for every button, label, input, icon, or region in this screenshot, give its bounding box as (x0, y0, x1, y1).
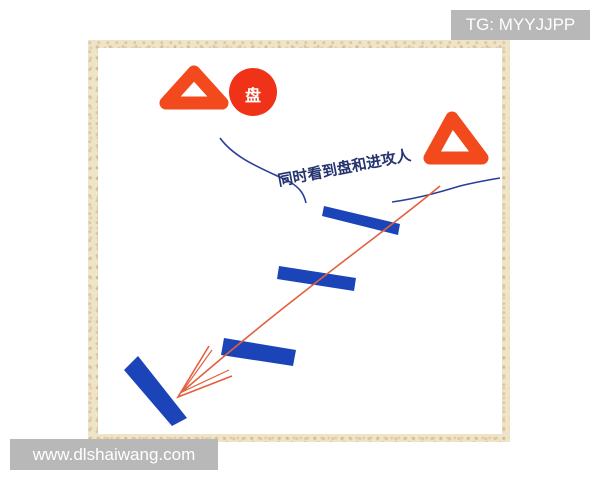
drawing-canvas (98, 48, 502, 434)
defender-bar-4 (124, 356, 187, 426)
sightline-right (391, 177, 501, 203)
defender-bar-2 (277, 266, 356, 291)
sightline-left (219, 137, 307, 204)
defender-bar-1 (322, 206, 400, 235)
disk-label: 盘 (244, 86, 261, 105)
defender-bar-3 (221, 338, 296, 366)
disk-circle (229, 68, 277, 116)
triangle-top-left (159, 65, 229, 110)
tg-watermark: TG: MYYJJPP (451, 10, 590, 40)
movement-arrow (176, 185, 441, 399)
site-watermark: www.dlshaiwang.com (10, 439, 218, 470)
triangle-top-right (423, 111, 489, 165)
